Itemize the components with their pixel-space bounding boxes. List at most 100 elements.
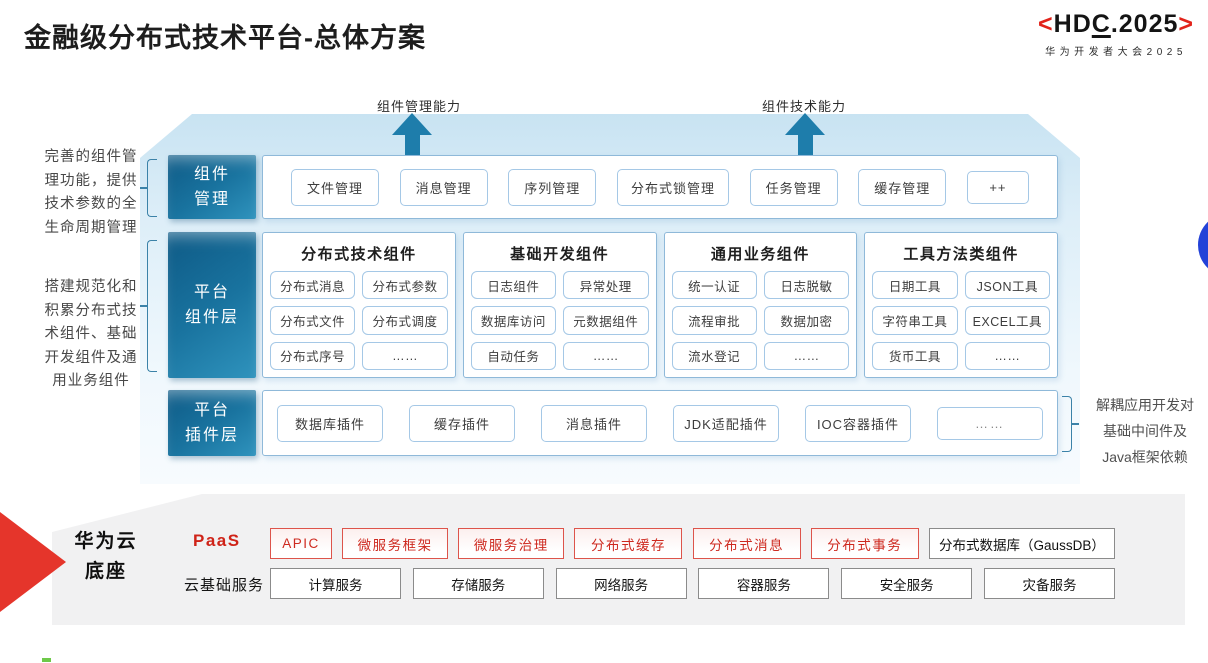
brace-right-plugin — [1062, 396, 1079, 452]
component-cell: 日志脱敏 — [763, 271, 850, 300]
group-grid: 统一认证 日志脱敏 流程审批 数据加密 流水登记 …… — [671, 271, 850, 370]
component-cell-ellipsis: …… — [964, 341, 1050, 370]
green-speck-decoration — [42, 658, 51, 662]
component-cell: 分布式文件 — [270, 306, 356, 335]
arrow-head — [392, 113, 432, 135]
logo-subtitle: 华为开发者大会2025 — [1045, 47, 1187, 58]
paas-chip: 微服务框架 — [342, 528, 449, 559]
note-line: 搭建规范化和 — [44, 279, 138, 295]
brace-left-management — [140, 159, 157, 217]
note-line: 完善的组件管 — [44, 149, 138, 165]
plugin-chip: IOC容器插件 — [805, 404, 911, 442]
brace-left-platform — [140, 240, 157, 372]
plugin-chip: 数据库插件 — [277, 404, 383, 442]
component-cell: 分布式参数 — [362, 271, 448, 300]
mgmt-chip-plus: ++ — [966, 170, 1029, 204]
component-groups: 分布式技术组件 分布式消息 分布式参数 分布式文件 分布式调度 分布式序号 ……… — [262, 232, 1058, 378]
arrow-head — [785, 113, 825, 135]
plugin-chip: 消息插件 — [541, 404, 647, 442]
mgmt-chip: 文件管理 — [291, 168, 379, 206]
layer-label-plugin: 平台 插件层 — [168, 390, 256, 456]
layer-label-line: 插件层 — [184, 427, 239, 444]
paas-chip: 分布式消息 — [692, 528, 801, 559]
mgmt-chip: 任务管理 — [749, 168, 838, 206]
mgmt-chip: 分布式锁管理 — [616, 168, 729, 206]
group-distributed-tech: 分布式技术组件 分布式消息 分布式参数 分布式文件 分布式调度 分布式序号 …… — [262, 232, 456, 378]
logo-hd: HD — [1053, 10, 1092, 38]
layer-label-line: 组件 — [193, 166, 230, 183]
layer-label-line: 平台 — [193, 402, 230, 419]
note-line: 技术参数的全 — [44, 196, 138, 212]
cloud-chip: 计算服务 — [270, 568, 401, 599]
note-line: 用业务组件 — [52, 373, 130, 389]
paas-chip: 分布式缓存 — [574, 528, 683, 559]
component-cell: 流水登记 — [671, 341, 757, 370]
huawei-cloud-label: 华为云 底座 — [68, 527, 144, 587]
layer-label-management: 组件 管理 — [168, 155, 256, 219]
cloud-chip: 存储服务 — [412, 568, 544, 599]
logo-right-bracket-icon: > — [1178, 10, 1194, 38]
note-line: 积累分布式技 — [44, 302, 138, 319]
hdc-logo: <HDC.2025> 华为开发者大会2025 — [1038, 10, 1194, 58]
up-arrow-icon — [392, 113, 432, 158]
component-cell: 字符串工具 — [872, 306, 958, 335]
paas-chip: APIC — [270, 528, 332, 559]
layer-label-line: 平台 — [193, 284, 230, 301]
component-cell: 元数据组件 — [563, 306, 649, 335]
group-grid: 日期工具 JSON工具 字符串工具 EXCEL工具 货币工具 …… — [872, 271, 1050, 370]
component-cell: 数据加密 — [763, 306, 850, 335]
logo-c-underlined: C — [1091, 10, 1111, 38]
mgmt-chip: 序列管理 — [508, 168, 597, 206]
cloud-chip: 安全服务 — [841, 568, 973, 599]
cloud-services-label: 云基础服务 — [184, 577, 265, 594]
mgmt-chip: 消息管理 — [399, 168, 488, 206]
note-component-management: 完善的组件管 理功能，提供 技术参数的全 生命周期管理 — [34, 146, 148, 240]
layer-label-line: 管理 — [193, 191, 230, 208]
technical-capability-label: 组件技术能力 — [762, 99, 847, 114]
huawei-cloud-label-line: 华为云 — [74, 531, 138, 552]
cloud-chip: 灾备服务 — [983, 568, 1115, 599]
component-cell-ellipsis: …… — [563, 341, 649, 370]
component-cell: 分布式序号 — [270, 341, 356, 370]
group-grid: 分布式消息 分布式参数 分布式文件 分布式调度 分布式序号 …… — [270, 271, 448, 370]
plugin-chip: JDK适配插件 — [673, 404, 779, 442]
group-tool-methods: 工具方法类组件 日期工具 JSON工具 字符串工具 EXCEL工具 货币工具 …… — [864, 232, 1058, 378]
cloud-services-row: 计算服务 存储服务 网络服务 容器服务 安全服务 灾备服务 — [270, 568, 1115, 599]
group-title: 分布式技术组件 — [301, 246, 417, 263]
up-arrow-icon — [785, 113, 825, 158]
group-grid: 日志组件 异常处理 数据库访问 元数据组件 自动任务 …… — [470, 271, 649, 370]
group-title: 基础开发组件 — [510, 246, 610, 263]
plugin-row: 数据库插件 缓存插件 消息插件 JDK适配插件 IOC容器插件 …… — [262, 390, 1058, 456]
group-title: 通用业务组件 — [710, 246, 810, 263]
paas-row: APIC 微服务框架 微服务治理 分布式缓存 分布式消息 分布式事务 分布式数据… — [270, 528, 1115, 559]
note-line: 开发组件及通 — [44, 349, 138, 366]
logo-left-bracket-icon: < — [1038, 10, 1054, 38]
gaussdb-chip: 分布式数据库（GaussDB） — [928, 528, 1115, 559]
component-cell: 分布式调度 — [362, 306, 448, 335]
component-cell-ellipsis: …… — [362, 341, 448, 370]
management-row: 文件管理 消息管理 序列管理 分布式锁管理 任务管理 缓存管理 ++ — [262, 155, 1058, 219]
plugin-chip-ellipsis: …… — [937, 406, 1043, 440]
group-basic-dev: 基础开发组件 日志组件 异常处理 数据库访问 元数据组件 自动任务 …… — [462, 232, 657, 378]
note-line: Java框架依赖 — [1102, 449, 1188, 465]
component-cell: 数据库访问 — [470, 306, 557, 335]
paas-chip: 分布式事务 — [810, 528, 919, 559]
component-cell: 日志组件 — [470, 271, 557, 300]
component-cell: 货币工具 — [872, 341, 958, 370]
logo-year: .2025 — [1110, 10, 1179, 38]
note-line: 术组件、基础 — [44, 326, 138, 342]
huawei-cloud-label-line: 底座 — [84, 561, 127, 582]
component-cell: 流程审批 — [671, 306, 757, 335]
page-title: 金融级分布式技术平台-总体方案 — [24, 23, 426, 53]
component-cell: JSON工具 — [964, 271, 1050, 300]
component-cell: 分布式消息 — [270, 271, 356, 300]
logo-text: <HDC.2025> — [1038, 10, 1194, 39]
group-common-business: 通用业务组件 统一认证 日志脱敏 流程审批 数据加密 流水登记 …… — [663, 232, 858, 378]
note-line: 解耦应用开发对 — [1096, 397, 1194, 413]
arrow-stem — [797, 135, 813, 158]
cloud-chip: 容器服务 — [698, 568, 830, 599]
layer-label-line: 组件层 — [184, 309, 239, 326]
component-cell-ellipsis: …… — [763, 341, 850, 370]
note-line: 理功能，提供 — [44, 172, 138, 189]
layer-label-platform-components: 平台 组件层 — [168, 232, 256, 378]
